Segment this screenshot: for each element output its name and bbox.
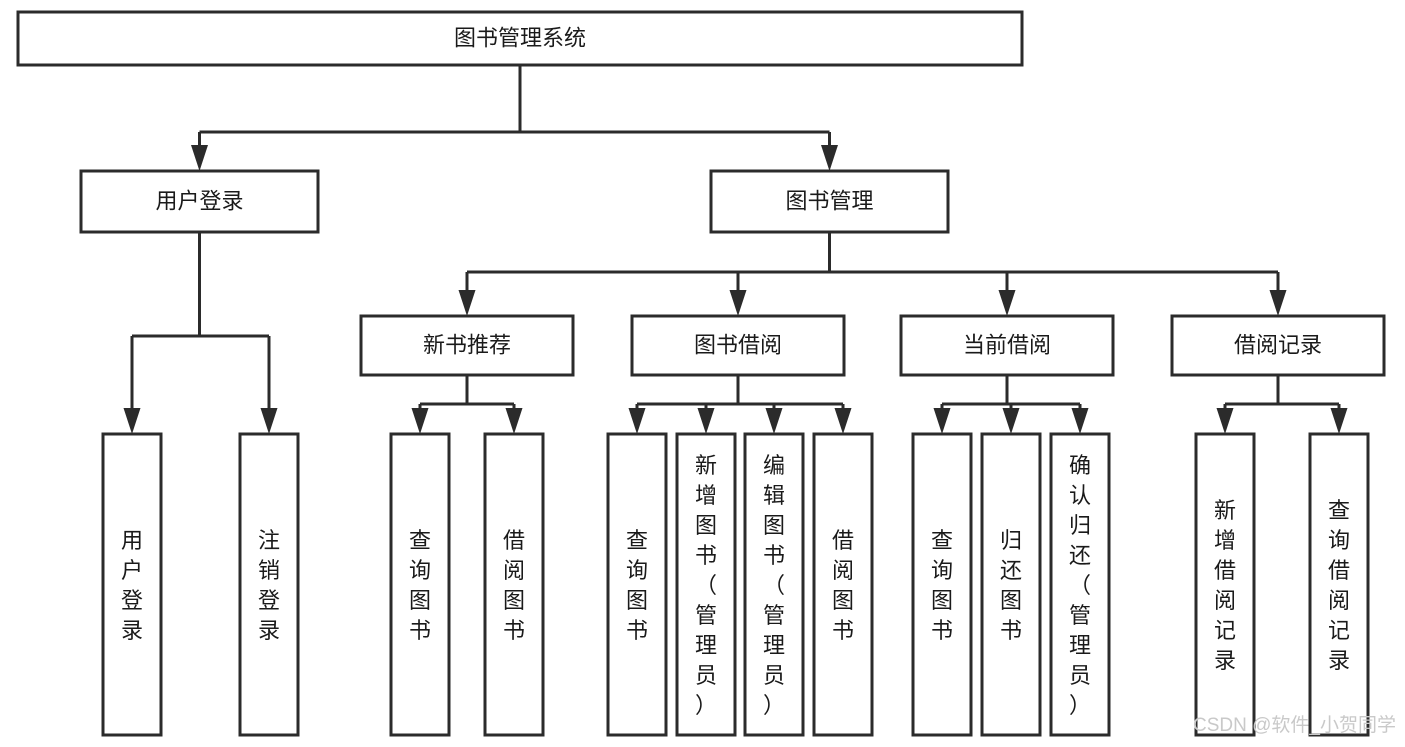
node-leaf-add-borrow-record[interactable]: 新增借阅记录 — [1194, 432, 1256, 737]
node-box-borrow-record[interactable] — [1170, 314, 1386, 377]
node-box-leaf-query-book-current[interactable] — [911, 432, 973, 737]
connector-group-borrow-record — [1216, 375, 1348, 434]
node-leaf-user-login[interactable]: 用户登录 — [101, 432, 163, 737]
node-leaf-return-book[interactable]: 归还图书 — [980, 432, 1042, 737]
node-leaf-borrow-book-recommend[interactable]: 借阅图书 — [483, 432, 545, 737]
node-box-leaf-query-book-recommend[interactable] — [389, 432, 451, 737]
node-box-leaf-return-book[interactable] — [980, 432, 1042, 737]
node-box-leaf-edit-book[interactable] — [743, 432, 805, 737]
node-leaf-query-book-recommend[interactable]: 查询图书 — [389, 432, 451, 737]
arrow-head-leaf-confirm-return — [1071, 408, 1089, 434]
connector-group-root — [191, 65, 838, 171]
arrow-head-leaf-return-book — [1002, 408, 1020, 434]
node-label-new-book-recommend: 新书推荐 — [423, 332, 511, 357]
node-new-book-recommend[interactable]: 新书推荐 — [359, 314, 575, 377]
node-box-current-borrow[interactable] — [899, 314, 1115, 377]
node-book-borrow[interactable]: 图书借阅 — [630, 314, 846, 377]
node-leaf-add-book[interactable]: 新增图书（管理员） — [675, 432, 737, 737]
node-box-root[interactable] — [16, 10, 1024, 67]
node-label-leaf-query-book-recommend: 查询图书 — [409, 528, 431, 643]
arrow-head-leaf-query-borrow-record — [1330, 408, 1348, 434]
node-leaf-borrow-book[interactable]: 借阅图书 — [812, 432, 874, 737]
node-root[interactable]: 图书管理系统 — [16, 10, 1024, 67]
arrow-head-book-borrow — [729, 290, 747, 316]
node-box-leaf-add-book[interactable] — [675, 432, 737, 737]
node-book-manage[interactable]: 图书管理 — [709, 169, 950, 234]
node-label-current-borrow: 当前借阅 — [963, 332, 1051, 357]
node-user-login[interactable]: 用户登录 — [79, 169, 320, 234]
node-box-leaf-query-borrow-record[interactable] — [1308, 432, 1370, 737]
node-label-leaf-query-book-current: 查询图书 — [931, 528, 953, 643]
arrow-head-leaf-borrow-book — [834, 408, 852, 434]
arrow-head-leaf-user-logout — [260, 408, 278, 434]
connector-group-book-manage — [458, 232, 1287, 316]
node-label-root: 图书管理系统 — [454, 25, 586, 50]
node-label-book-manage: 图书管理 — [785, 188, 873, 213]
arrow-head-leaf-user-login — [123, 408, 141, 434]
nodes-layer: 图书管理系统用户登录图书管理新书推荐图书借阅当前借阅借阅记录用户登录注销登录查询… — [16, 10, 1386, 737]
arrow-head-leaf-edit-book — [765, 408, 783, 434]
node-label-leaf-edit-book: 编辑图书（管理员） — [763, 453, 785, 718]
node-label-leaf-query-book-borrow: 查询图书 — [626, 528, 648, 643]
node-leaf-user-logout[interactable]: 注销登录 — [238, 432, 300, 737]
node-label-book-borrow: 图书借阅 — [694, 332, 782, 357]
arrow-head-borrow-record — [1269, 290, 1287, 316]
node-box-leaf-add-borrow-record[interactable] — [1194, 432, 1256, 737]
node-current-borrow[interactable]: 当前借阅 — [899, 314, 1115, 377]
node-label-leaf-user-login: 用户登录 — [121, 528, 143, 643]
arrow-head-leaf-add-book — [697, 408, 715, 434]
node-label-user-login: 用户登录 — [155, 188, 243, 213]
node-box-book-borrow[interactable] — [630, 314, 846, 377]
node-label-leaf-borrow-book-recommend: 借阅图书 — [503, 528, 525, 643]
node-leaf-confirm-return[interactable]: 确认归还（管理员） — [1049, 432, 1111, 737]
node-label-leaf-add-book: 新增图书（管理员） — [695, 453, 717, 718]
node-label-leaf-confirm-return: 确认归还（管理员） — [1069, 453, 1091, 718]
node-box-leaf-user-login[interactable] — [101, 432, 163, 737]
arrow-head-new-book-recommend — [458, 290, 476, 316]
arrow-head-leaf-add-borrow-record — [1216, 408, 1234, 434]
node-label-borrow-record: 借阅记录 — [1234, 332, 1322, 357]
node-leaf-query-book-current[interactable]: 查询图书 — [911, 432, 973, 737]
node-label-leaf-borrow-book: 借阅图书 — [832, 528, 854, 643]
node-box-leaf-user-logout[interactable] — [238, 432, 300, 737]
arrow-head-leaf-borrow-book-recommend — [505, 408, 523, 434]
connector-group-new-book-recommend — [411, 375, 523, 434]
connector-group-book-borrow — [628, 375, 852, 434]
arrow-head-leaf-query-book-borrow — [628, 408, 646, 434]
arrow-head-leaf-query-book-recommend — [411, 408, 429, 434]
node-label-leaf-query-borrow-record: 查询借阅记录 — [1328, 498, 1350, 673]
arrow-head-current-borrow — [998, 290, 1016, 316]
arrow-head-leaf-query-book-current — [933, 408, 951, 434]
node-box-leaf-borrow-book[interactable] — [812, 432, 874, 737]
node-leaf-query-book-borrow[interactable]: 查询图书 — [606, 432, 668, 737]
node-label-leaf-add-borrow-record: 新增借阅记录 — [1214, 498, 1236, 673]
node-label-leaf-user-logout: 注销登录 — [258, 528, 280, 643]
node-borrow-record[interactable]: 借阅记录 — [1170, 314, 1386, 377]
csdn-watermark: CSDN @软件_小贺同学 — [1193, 714, 1396, 736]
node-box-book-manage[interactable] — [709, 169, 950, 234]
node-label-leaf-return-book: 归还图书 — [1000, 528, 1022, 643]
edges-layer — [123, 65, 1348, 434]
node-box-leaf-query-book-borrow[interactable] — [606, 432, 668, 737]
node-box-leaf-confirm-return[interactable] — [1049, 432, 1111, 737]
node-box-leaf-borrow-book-recommend[interactable] — [483, 432, 545, 737]
node-leaf-query-borrow-record[interactable]: 查询借阅记录 — [1308, 432, 1370, 737]
node-box-user-login[interactable] — [79, 169, 320, 234]
connector-group-current-borrow — [933, 375, 1089, 434]
node-leaf-edit-book[interactable]: 编辑图书（管理员） — [743, 432, 805, 737]
node-box-new-book-recommend[interactable] — [359, 314, 575, 377]
arrow-head-user-login — [191, 145, 208, 171]
arrow-head-book-manage — [821, 145, 838, 171]
connector-group-user-login — [123, 232, 278, 434]
